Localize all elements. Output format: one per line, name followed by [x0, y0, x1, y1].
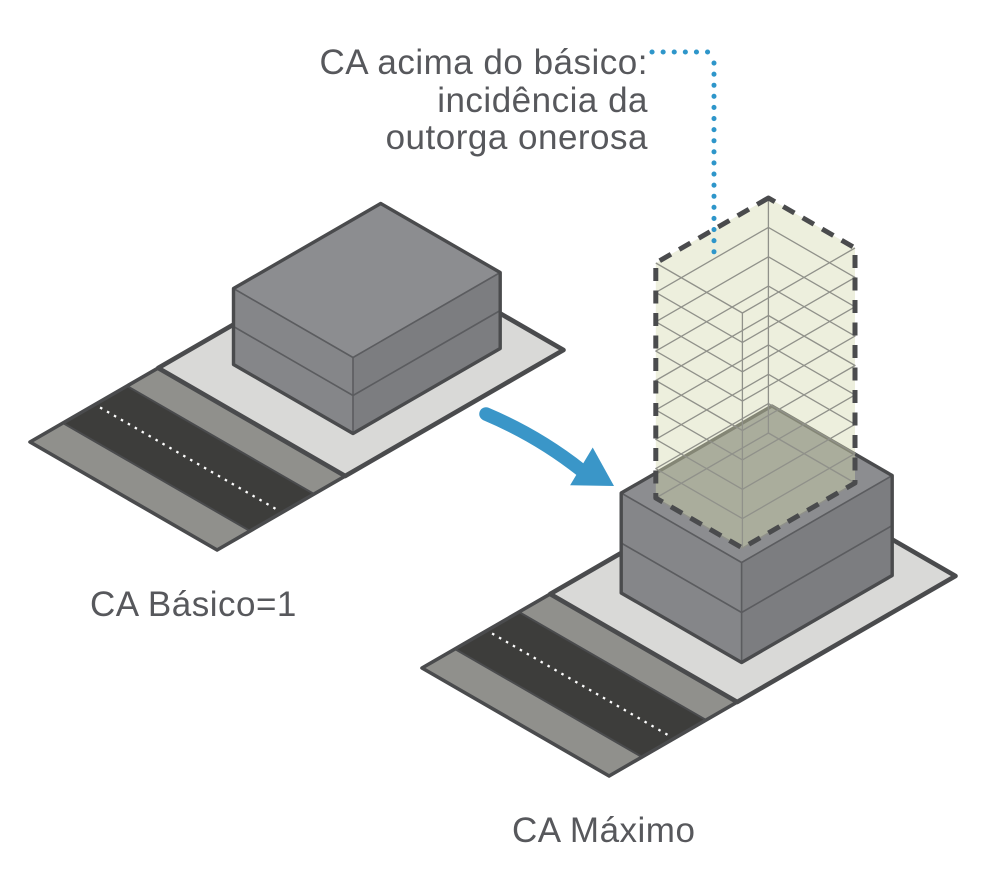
annotation-line-2: incidência da: [437, 81, 648, 120]
arrow-icon: [479, 407, 614, 486]
label-ca-basico: CA Básico=1: [90, 585, 297, 624]
building-ca-maximo: [619, 404, 894, 665]
street-road: [454, 612, 706, 757]
sidewalk-far: [422, 649, 642, 776]
road-center-line: [491, 632, 670, 737]
sidewalk-near: [127, 368, 346, 494]
bonus-volume-fill: [655, 198, 855, 548]
bonus-volume: [653, 195, 858, 551]
street-road: [62, 386, 315, 531]
label-ca-maximo: CA Máximo: [512, 811, 695, 850]
scene-root: [28, 49, 958, 778]
annotation-line-3: outorga onerosa: [386, 118, 648, 157]
road-center-line: [99, 406, 278, 511]
annotation-line-1: CA acima do básico:: [319, 43, 648, 82]
sidewalk-near: [519, 594, 738, 720]
leader-line: [649, 49, 719, 264]
sidewalk-far: [30, 423, 250, 550]
building-ca-basico: [231, 201, 502, 436]
